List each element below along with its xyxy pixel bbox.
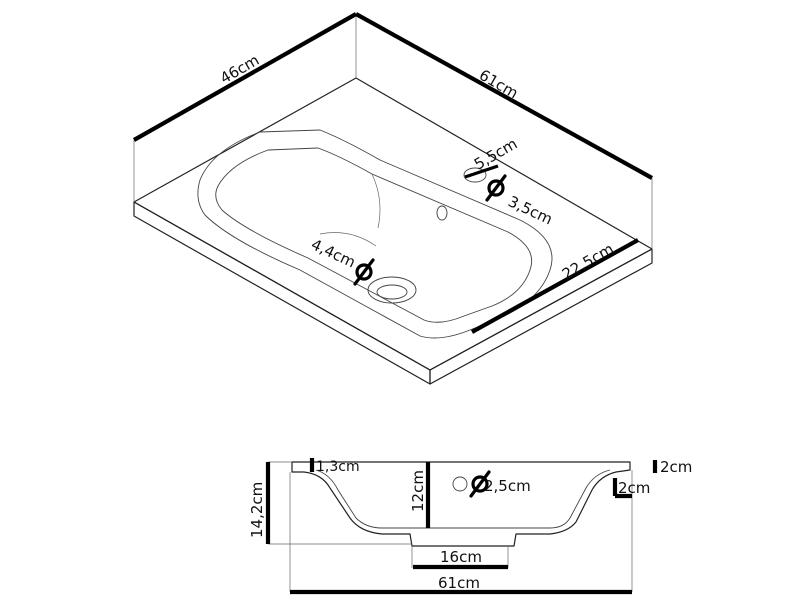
basin-slope-curve (371, 173, 381, 229)
rim-thickness-label: 1,3cm (316, 459, 360, 475)
total-width-label: 61cm (438, 574, 480, 592)
overflow-hole (436, 205, 448, 221)
diameter-symbol-overflow (469, 470, 491, 498)
total-height-label: 14,2cm (248, 482, 266, 538)
basin-lower-curve (319, 232, 377, 247)
drain-width-label: 16cm (440, 548, 482, 566)
width-dimension-line (354, 12, 654, 180)
diameter-symbol-tap (485, 174, 507, 202)
basin-edge-label: 22,5cm (559, 240, 617, 284)
section-outer-profile (291, 461, 631, 547)
depth-dimension-line (132, 12, 358, 142)
sink-section-view: 1,3cm 14,2cm 12cm 2,5cm 2cm 2cm 16cm 61c… (248, 458, 692, 595)
basin-edge-dimension-line (470, 238, 640, 334)
tap-hole-diameter-label: 3,5cm (505, 192, 555, 228)
tap-hole (463, 167, 487, 183)
tap-offset-dimension-line (464, 164, 499, 179)
overflow-hole-section (452, 476, 468, 492)
basin-depth-label: 12cm (409, 470, 427, 512)
basin-outer-rim (197, 129, 553, 339)
basin-inner-rim (215, 147, 533, 323)
slab-front-face (133, 201, 431, 385)
section-inner-profile (315, 469, 611, 529)
edge-height-label: 2cm (660, 458, 692, 476)
diameter-symbol-drain (353, 258, 375, 286)
drain-diameter-label: 4,4cm (308, 235, 358, 271)
drain-hole (367, 276, 417, 304)
slab-right-face (429, 248, 653, 385)
slab-top-face (133, 77, 653, 371)
sink-top-view: 46cm 61cm 5,5cm 3,5cm 4,4cm 22,5cm (132, 12, 654, 385)
edge-drop-label: 2cm (618, 479, 650, 497)
width-label: 61cm (476, 66, 521, 103)
overflow-diameter-label: 2,5cm (484, 477, 531, 495)
drain-inner (376, 284, 408, 300)
